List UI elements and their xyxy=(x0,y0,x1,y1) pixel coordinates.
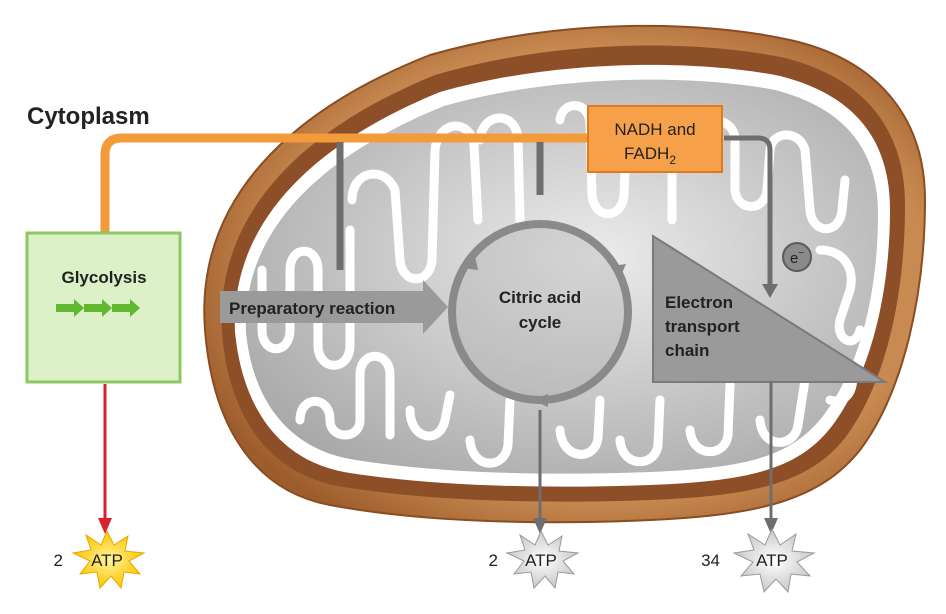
glycolysis-arrows-icon xyxy=(56,299,140,317)
electron-badge: e− xyxy=(782,242,812,272)
etc-label-line3: chain xyxy=(665,341,709,360)
citric-acid-label-line2: cycle xyxy=(519,313,562,332)
atp-label-etc: ATP xyxy=(756,551,788,570)
etc-label-line1: Electron xyxy=(665,293,733,312)
nadh-fadh2-box xyxy=(587,105,723,173)
atp-burst-glycolysis: ATP 2 xyxy=(54,529,146,590)
cytoplasm-label: Cytoplasm xyxy=(27,103,150,130)
citric-acid-label-line1: Citric acid xyxy=(499,288,581,307)
preparatory-reaction-arrow xyxy=(220,280,448,334)
nadh-label-line2: FADH xyxy=(624,144,669,163)
svg-text:FADH2: FADH2 xyxy=(624,144,676,167)
electron-charge: − xyxy=(798,248,804,259)
electron-transport-chain-triangle xyxy=(652,234,889,383)
cycle-arrowhead-1 xyxy=(462,252,478,270)
preparatory-reaction-label: Preparatory reaction xyxy=(229,299,395,318)
cycle-arrowhead-2 xyxy=(612,264,626,280)
nadh-to-etc-arrow xyxy=(724,135,773,286)
atp-count-etc: 34 xyxy=(701,551,720,570)
atp-count-citric: 2 xyxy=(489,551,498,570)
glycolysis-label: Glycolysis xyxy=(61,268,146,287)
electron-symbol: e xyxy=(790,250,798,267)
atp-label-citric: ATP xyxy=(525,551,557,570)
svg-text:e−: e− xyxy=(790,248,804,267)
cycle-arrowhead-3 xyxy=(532,394,548,407)
citric-acid-cycle-ring xyxy=(448,220,632,404)
atp-burst-citric: ATP 2 xyxy=(489,529,580,590)
nadh-label-subscript: 2 xyxy=(669,153,676,167)
nadh-label-line1: NADH and xyxy=(614,120,695,139)
atp-burst-etc: ATP 34 xyxy=(701,527,816,594)
etc-label-line2: transport xyxy=(665,317,740,336)
nadh-flow-path xyxy=(100,133,590,232)
atp-label-glycolysis: ATP xyxy=(91,551,123,570)
atp-count-glycolysis: 2 xyxy=(54,551,63,570)
